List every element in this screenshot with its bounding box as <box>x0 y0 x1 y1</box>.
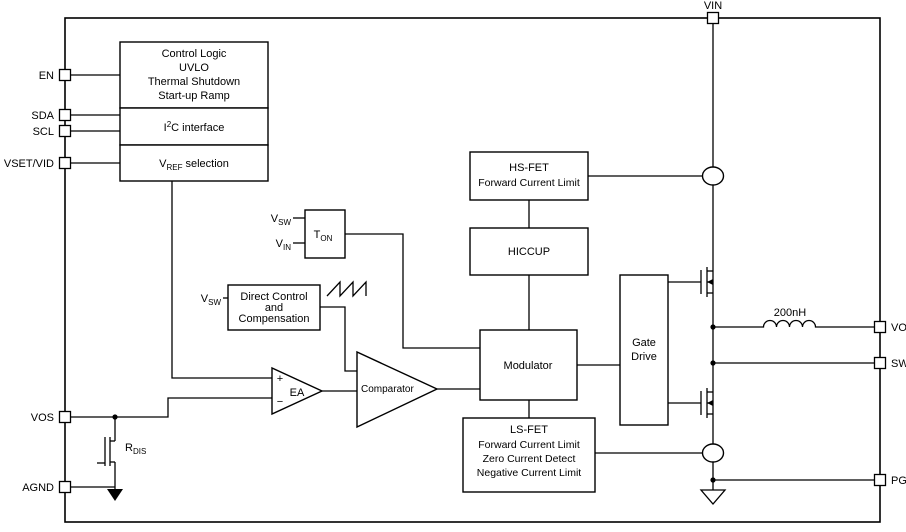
gate-drive-line2: Drive <box>631 351 657 363</box>
current-sensor-bottom <box>701 443 725 463</box>
wire-dc-to-comparator <box>320 306 357 372</box>
ls-fet-symbol <box>700 388 713 418</box>
pin-agnd <box>58 480 72 494</box>
ea-plus-label: + <box>277 373 283 385</box>
pin-scl <box>58 124 72 138</box>
comparator-label: Comparator <box>361 384 414 395</box>
label-subscript: SW <box>278 218 291 227</box>
ls-fet-limit-line1: LS-FET <box>510 424 548 436</box>
i2c-interface-block <box>119 107 269 146</box>
hs-fet-limit-line1: HS-FET <box>509 162 549 174</box>
control-logic-line1: Control Logic <box>162 48 227 60</box>
label-subscript: SW <box>208 298 221 307</box>
wire-vos-to-ea <box>71 397 272 418</box>
hs-fet-limit-block <box>469 151 589 201</box>
direct-control-block <box>227 284 321 331</box>
pin-agnd-label: AGND <box>22 482 54 494</box>
gate-drive-line1: Gate <box>632 337 656 349</box>
vref-selection-block <box>119 144 269 182</box>
label-subscript: DIS <box>133 447 146 456</box>
current-sensor-top <box>701 166 725 186</box>
inductor-symbol <box>713 319 875 328</box>
ls-fet-limit-line3: Zero Current Detect <box>483 453 576 465</box>
pin-vos-label: VOS <box>31 412 54 424</box>
wire-vref-to-ea <box>171 181 272 379</box>
pin-vset-vid <box>58 156 72 170</box>
junction-dot <box>112 414 118 420</box>
ea-label: EA <box>290 387 305 399</box>
pin-en-label: EN <box>39 70 54 82</box>
junction-dot <box>710 477 716 483</box>
pin-sw <box>873 356 887 370</box>
label-subscript: IN <box>283 243 291 252</box>
modulator-block <box>479 329 578 401</box>
wire-ton-to-modulator <box>345 233 480 349</box>
modulator-label: Modulator <box>504 360 553 372</box>
hiccup-label: HICCUP <box>508 246 550 258</box>
pin-vos <box>58 410 72 424</box>
ton-label: TON <box>314 229 333 243</box>
label-superscript: 2 <box>167 120 172 129</box>
inductor-label: 200nH <box>774 307 806 319</box>
label-part: V <box>201 293 209 305</box>
label-part: C interface <box>171 122 224 134</box>
pin-scl-label: SCL <box>33 126 54 138</box>
pin-vset-vid-label: VSET/VID <box>4 158 54 170</box>
ton-input-vin-label: VIN <box>276 238 292 252</box>
pin-vin <box>706 11 720 25</box>
label-part: T <box>314 229 321 241</box>
junction-dot <box>710 360 716 366</box>
pin-vin-label: VIN <box>704 0 722 12</box>
ea-minus-label: − <box>277 396 283 408</box>
analog-ground-symbol <box>107 489 123 501</box>
ls-fet-limit-line4: Negative Current Limit <box>477 467 582 479</box>
hiccup-block <box>469 227 589 276</box>
rdis-fet-symbol <box>97 417 116 489</box>
control-logic-line2: UVLO <box>179 62 209 74</box>
control-logic-block <box>119 41 269 109</box>
label-part: V <box>159 158 167 170</box>
body-arrow-icon <box>707 400 713 406</box>
direct-control-input-vsw-label: VSW <box>201 293 222 307</box>
label-part: I <box>164 122 167 134</box>
direct-control-line2: and <box>265 302 283 314</box>
pin-pgnd <box>873 473 887 487</box>
label-part: V <box>271 213 279 225</box>
label-subscript: ON <box>320 234 332 243</box>
direct-control-line1: Direct Control <box>240 291 307 303</box>
label-part: R <box>125 442 133 454</box>
pin-vout-label: VOUT <box>891 322 906 334</box>
control-logic-line4: Start-up Ramp <box>158 90 230 102</box>
sawtooth-ramp-icon <box>326 280 367 298</box>
pin-en <box>58 68 72 82</box>
label-subscript: REF <box>166 163 182 172</box>
ic-boundary <box>64 17 881 523</box>
pin-sda <box>58 108 72 122</box>
hs-fet-limit-line2: Forward Current Limit <box>478 177 580 189</box>
rdis-label: RDIS <box>125 442 146 456</box>
ton-block <box>304 209 346 259</box>
wires <box>71 23 875 490</box>
ton-input-vsw-label: VSW <box>271 213 292 227</box>
hs-fet-symbol <box>700 267 713 297</box>
ls-fet-limit-block <box>462 417 596 493</box>
error-amplifier <box>271 366 324 416</box>
body-arrow-icon <box>707 279 713 285</box>
label-part: selection <box>185 158 228 170</box>
power-ground-symbol <box>699 489 727 505</box>
pin-vout <box>873 320 887 334</box>
pin-sw-label: SW <box>891 358 906 370</box>
direct-control-line3: Compensation <box>239 313 310 325</box>
i2c-interface-label: I2C interface <box>164 120 225 134</box>
comparator <box>356 350 439 429</box>
pin-pgnd-label: PGND <box>891 475 906 487</box>
gate-drive-block <box>619 274 669 426</box>
label-part: V <box>276 238 284 250</box>
control-logic-line3: Thermal Shutdown <box>148 76 240 88</box>
ls-fet-limit-line2: Forward Current Limit <box>478 439 580 451</box>
pin-sda-label: SDA <box>31 110 54 122</box>
junction-dot <box>710 324 716 330</box>
